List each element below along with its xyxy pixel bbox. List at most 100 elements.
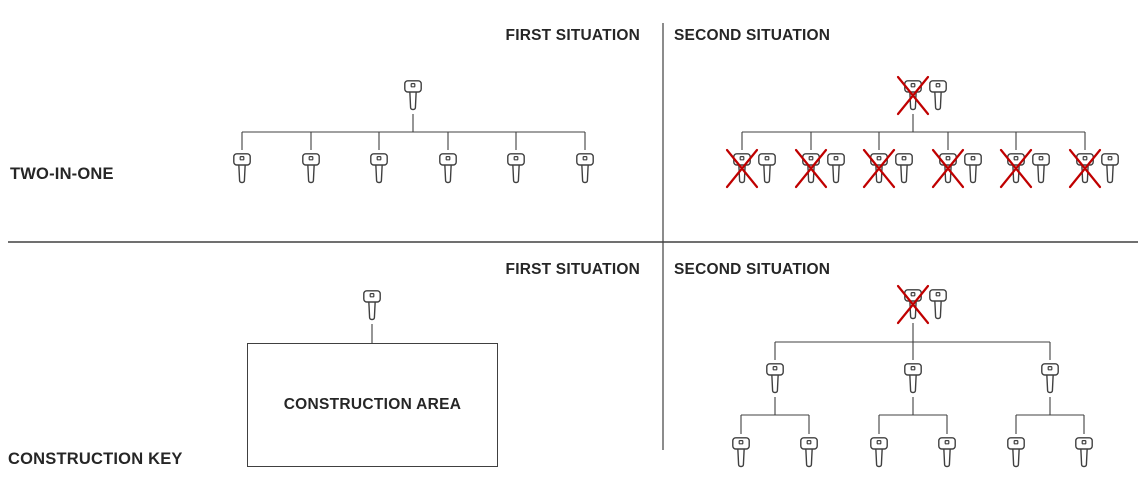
cross-out-mark	[794, 148, 828, 189]
key-hole	[808, 155, 814, 161]
master-key-icon	[896, 75, 930, 116]
key-blade	[900, 163, 908, 184]
key-hole	[876, 155, 882, 161]
key-blade	[1037, 163, 1045, 184]
key-hole	[944, 439, 950, 445]
key-blade	[375, 163, 383, 184]
key-blade	[307, 163, 315, 184]
construction-area-box: CONSTRUCTION AREA	[247, 343, 498, 467]
key-blade	[1080, 447, 1088, 468]
row-label-construction-key: CONSTRUCTION KEY	[8, 450, 183, 468]
key-hole	[239, 155, 245, 161]
key-icon	[302, 153, 320, 184]
key-blade	[738, 163, 746, 184]
key-hole	[369, 292, 375, 298]
header-first-situation-bottom: FIRST SITUATION	[505, 261, 640, 278]
master-key-replacement-icon	[929, 80, 947, 111]
key-blade	[909, 299, 917, 320]
key-hole	[1081, 439, 1087, 445]
key-blade	[409, 90, 417, 111]
key-hole	[376, 155, 382, 161]
key-blade	[1012, 447, 1020, 468]
key-hole	[935, 291, 941, 297]
key-hole	[738, 439, 744, 445]
key-blade	[1106, 163, 1114, 184]
crossed-key-icon	[725, 148, 759, 189]
key-blade	[805, 447, 813, 468]
key-icon	[766, 363, 784, 394]
key-blade	[581, 163, 589, 184]
key-hole	[910, 82, 916, 88]
crossed-key-icon	[999, 148, 1033, 189]
key-icon	[576, 153, 594, 184]
cross-out-mark	[999, 148, 1033, 189]
cross-out-mark	[896, 75, 930, 116]
header-second-situation-top: SECOND SITUATION	[674, 27, 831, 44]
replacement-key-icon	[827, 153, 845, 184]
key-icon	[439, 153, 457, 184]
key-hole	[739, 155, 745, 161]
replacement-key-icon	[1032, 153, 1050, 184]
key-icon	[507, 153, 525, 184]
key-blade	[238, 163, 246, 184]
key-hole	[806, 439, 812, 445]
key-blade	[934, 90, 942, 111]
cross-out-mark	[1068, 148, 1102, 189]
key-blade	[1081, 163, 1089, 184]
key-blade	[737, 447, 745, 468]
crossed-key-icon	[931, 148, 965, 189]
key-hole	[772, 365, 778, 371]
key-hole	[1038, 155, 1044, 161]
key-hole	[935, 82, 941, 88]
key-hole	[1013, 439, 1019, 445]
master-key-icon	[404, 80, 422, 111]
key-icon	[870, 437, 888, 468]
key-blade	[444, 163, 452, 184]
construction-key-icon	[363, 290, 381, 321]
key-icon	[233, 153, 251, 184]
master-key-icon	[896, 284, 930, 325]
key-hole	[901, 155, 907, 161]
key-icon	[800, 437, 818, 468]
replacement-key-icon	[758, 153, 776, 184]
key-hole	[410, 82, 416, 88]
key-blade	[832, 163, 840, 184]
key-blade	[909, 90, 917, 111]
construction-area-label: CONSTRUCTION AREA	[283, 396, 462, 413]
key-hole	[445, 155, 451, 161]
key-hole	[876, 439, 882, 445]
key-blade	[944, 163, 952, 184]
key-blade	[771, 373, 779, 394]
master-key-replacement-icon	[929, 289, 947, 320]
key-blade	[875, 447, 883, 468]
cross-out-mark	[725, 148, 759, 189]
key-icon	[1041, 363, 1059, 394]
key-blade	[512, 163, 520, 184]
key-blade	[807, 163, 815, 184]
key-hole	[513, 155, 519, 161]
key-icon	[370, 153, 388, 184]
cross-out-mark	[862, 148, 896, 189]
header-first-situation-top: FIRST SITUATION	[505, 27, 640, 44]
crossed-key-icon	[862, 148, 896, 189]
key-icon	[1007, 437, 1025, 468]
key-hole	[945, 155, 951, 161]
key-hole	[910, 365, 916, 371]
key-blade	[909, 373, 917, 394]
key-icon	[732, 437, 750, 468]
key-hole	[582, 155, 588, 161]
key-hole	[1047, 365, 1053, 371]
key-hole	[833, 155, 839, 161]
key-hole	[1082, 155, 1088, 161]
crossed-key-icon	[1068, 148, 1102, 189]
cross-out-mark	[931, 148, 965, 189]
replacement-key-icon	[964, 153, 982, 184]
key-blade	[1046, 373, 1054, 394]
key-blade	[969, 163, 977, 184]
replacement-key-icon	[1101, 153, 1119, 184]
cross-out-mark	[896, 284, 930, 325]
key-blade	[763, 163, 771, 184]
replacement-key-icon	[895, 153, 913, 184]
